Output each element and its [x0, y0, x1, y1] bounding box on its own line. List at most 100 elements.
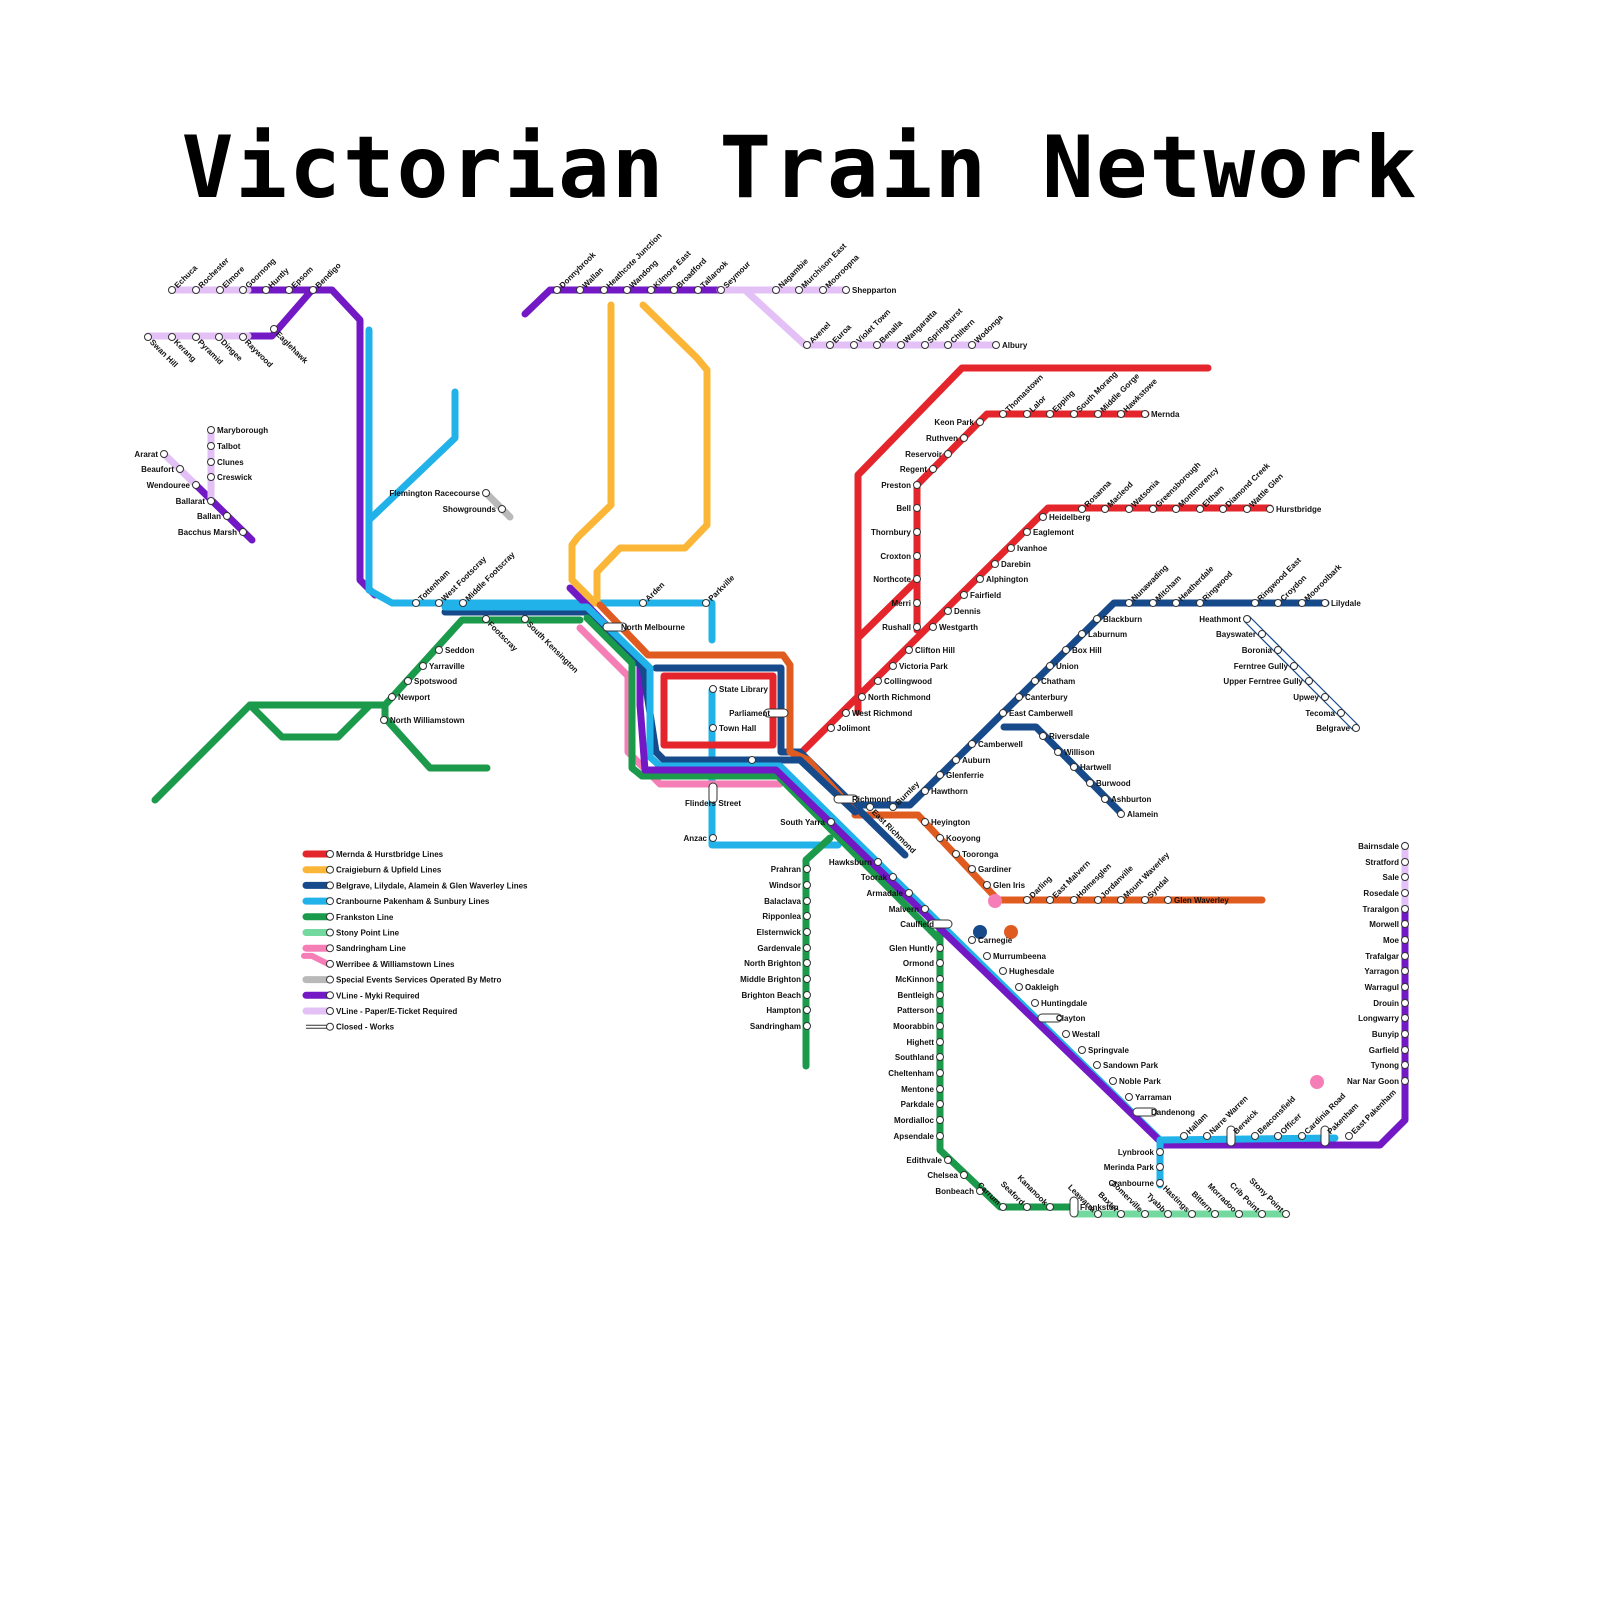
station-dot[interactable] — [1197, 506, 1204, 513]
station-dot[interactable] — [601, 287, 608, 294]
station[interactable]: Maryborough — [208, 426, 269, 435]
station-dot[interactable] — [1142, 1211, 1149, 1218]
station-dot[interactable] — [1071, 411, 1078, 418]
station[interactable]: Westall — [1063, 1030, 1100, 1039]
station-dot[interactable] — [1402, 921, 1409, 928]
station-dot[interactable] — [1165, 1211, 1172, 1218]
station-dot[interactable] — [906, 647, 913, 654]
station-dot[interactable] — [937, 772, 944, 779]
station[interactable]: Ballarat — [176, 497, 215, 506]
station-dot[interactable] — [969, 342, 976, 349]
station-dot[interactable] — [217, 287, 224, 294]
station-dot[interactable] — [648, 287, 655, 294]
station-dot[interactable] — [937, 1133, 944, 1140]
station-dot[interactable] — [710, 686, 717, 693]
station-dot[interactable] — [420, 663, 427, 670]
station-dot[interactable] — [922, 819, 929, 826]
station[interactable]: Albury — [993, 341, 1028, 350]
station-dot[interactable] — [1095, 411, 1102, 418]
station[interactable]: State Library — [710, 685, 769, 694]
station-dot[interactable] — [436, 647, 443, 654]
station-dot[interactable] — [804, 945, 811, 952]
station-dot[interactable] — [914, 529, 921, 536]
station-dot[interactable] — [1063, 647, 1070, 654]
station[interactable]: Alphington — [977, 575, 1029, 584]
station-dot[interactable] — [1040, 514, 1047, 521]
station[interactable]: Collingwood — [875, 677, 933, 686]
station[interactable]: North Richmond — [859, 693, 931, 702]
station-dot[interactable] — [1189, 1211, 1196, 1218]
station-dot[interactable] — [914, 624, 921, 631]
station-dot[interactable] — [1142, 411, 1149, 418]
station[interactable]: Yarraman — [1126, 1093, 1172, 1102]
station[interactable]: Moe — [1383, 936, 1409, 945]
station-dot[interactable] — [969, 741, 976, 748]
station-dot[interactable] — [460, 600, 467, 607]
station[interactable]: Apsendale — [894, 1132, 944, 1141]
station-dot[interactable] — [937, 1117, 944, 1124]
station-dot[interactable] — [1095, 1211, 1102, 1218]
station-dot[interactable] — [1047, 897, 1054, 904]
station-dot[interactable] — [177, 466, 184, 473]
station-dot[interactable] — [1322, 694, 1329, 701]
station-dot[interactable] — [718, 287, 725, 294]
station-dot[interactable] — [1259, 631, 1266, 638]
station-dot[interactable] — [937, 992, 944, 999]
station-dot[interactable] — [1079, 631, 1086, 638]
station-dot[interactable] — [867, 804, 874, 811]
station-dot[interactable] — [890, 874, 897, 881]
station-dot[interactable] — [914, 482, 921, 489]
station-dot[interactable] — [914, 553, 921, 560]
station-dot[interactable] — [937, 1039, 944, 1046]
station-dot[interactable] — [937, 1007, 944, 1014]
station-dot[interactable] — [1047, 663, 1054, 670]
station-dot[interactable] — [804, 992, 811, 999]
station-dot[interactable] — [992, 561, 999, 568]
station-dot[interactable] — [703, 600, 710, 607]
station-dot[interactable] — [1283, 1211, 1290, 1218]
station-dot[interactable] — [1402, 874, 1409, 881]
station-dot[interactable] — [193, 334, 200, 341]
station-dot[interactable] — [1071, 897, 1078, 904]
station-dot[interactable] — [1150, 600, 1157, 607]
station-dot[interactable] — [890, 804, 897, 811]
station-dot[interactable] — [1338, 710, 1345, 717]
station-dot[interactable] — [796, 287, 803, 294]
station[interactable]: Middle Brighton — [740, 975, 810, 984]
station-dot[interactable] — [1402, 937, 1409, 944]
station-dot[interactable] — [914, 576, 921, 583]
station-dot[interactable] — [969, 937, 976, 944]
station-dot[interactable] — [1000, 968, 1007, 975]
station-dot[interactable] — [1024, 1204, 1031, 1211]
station-dot[interactable] — [1047, 1204, 1054, 1211]
station-dot[interactable] — [1402, 1078, 1409, 1085]
station-dot[interactable] — [804, 898, 811, 905]
station-dot[interactable] — [1346, 1133, 1353, 1140]
station-dot[interactable] — [1095, 897, 1102, 904]
station[interactable]: Parliament — [729, 709, 788, 718]
station[interactable]: Upper Ferntree Gully — [1223, 677, 1312, 686]
station-dot[interactable] — [413, 600, 420, 607]
station[interactable]: Union — [1047, 662, 1079, 671]
station-dot[interactable] — [953, 851, 960, 858]
station[interactable]: Ararat — [134, 450, 167, 459]
station-dot[interactable] — [1000, 1204, 1007, 1211]
station[interactable]: Chelsea — [927, 1171, 967, 1180]
station-dot[interactable] — [1024, 529, 1031, 536]
station-dot[interactable] — [710, 725, 717, 732]
station-dot[interactable] — [640, 600, 647, 607]
station-dot[interactable] — [937, 960, 944, 967]
station[interactable]: Darebin — [992, 560, 1031, 569]
station-dot[interactable] — [1071, 764, 1078, 771]
station-dot[interactable] — [271, 326, 278, 333]
station-dot[interactable] — [671, 287, 678, 294]
station-dot[interactable] — [1402, 1031, 1409, 1038]
station-dot[interactable] — [843, 287, 850, 294]
station-dot[interactable] — [1236, 1211, 1243, 1218]
station-dot[interactable] — [1157, 1180, 1164, 1187]
station-dot[interactable] — [930, 624, 937, 631]
station-dot[interactable] — [937, 1054, 944, 1061]
station[interactable]: Noble Park — [1110, 1077, 1162, 1086]
station-dot[interactable] — [1118, 411, 1125, 418]
